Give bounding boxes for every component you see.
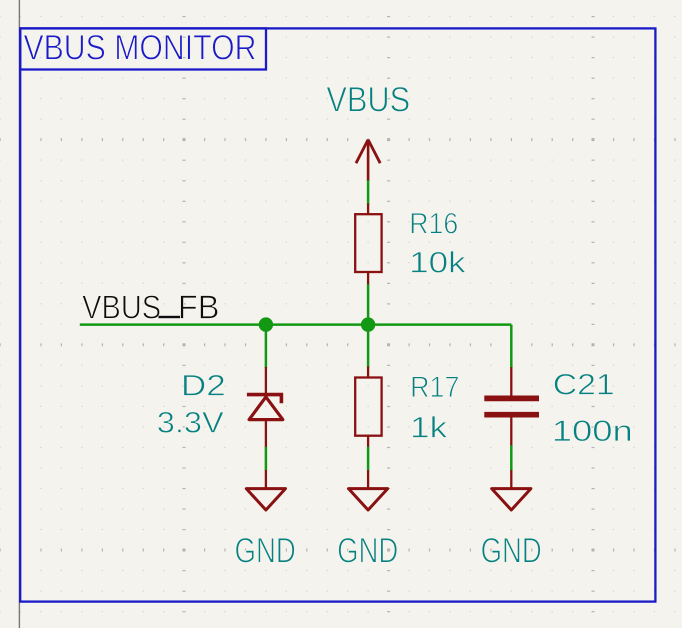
svg-text:D2: D2 xyxy=(181,369,226,402)
svg-text:GND: GND xyxy=(481,530,542,570)
svg-text:R17: R17 xyxy=(410,370,459,403)
svg-text:FB: FB xyxy=(178,289,220,327)
svg-text:C21: C21 xyxy=(553,367,615,400)
svg-text:VBUS: VBUS xyxy=(326,80,410,120)
svg-text:3.3V: 3.3V xyxy=(157,406,224,439)
svg-text:GND: GND xyxy=(337,530,398,570)
svg-text:100n: 100n xyxy=(552,415,633,448)
svg-text:VBUS MONITOR: VBUS MONITOR xyxy=(23,27,256,67)
svg-text:GND: GND xyxy=(234,530,295,570)
svg-text:R16: R16 xyxy=(409,207,458,240)
svg-text:1k: 1k xyxy=(410,411,448,444)
svg-text:10k: 10k xyxy=(409,246,466,279)
svg-text:VBUS: VBUS xyxy=(82,289,161,327)
